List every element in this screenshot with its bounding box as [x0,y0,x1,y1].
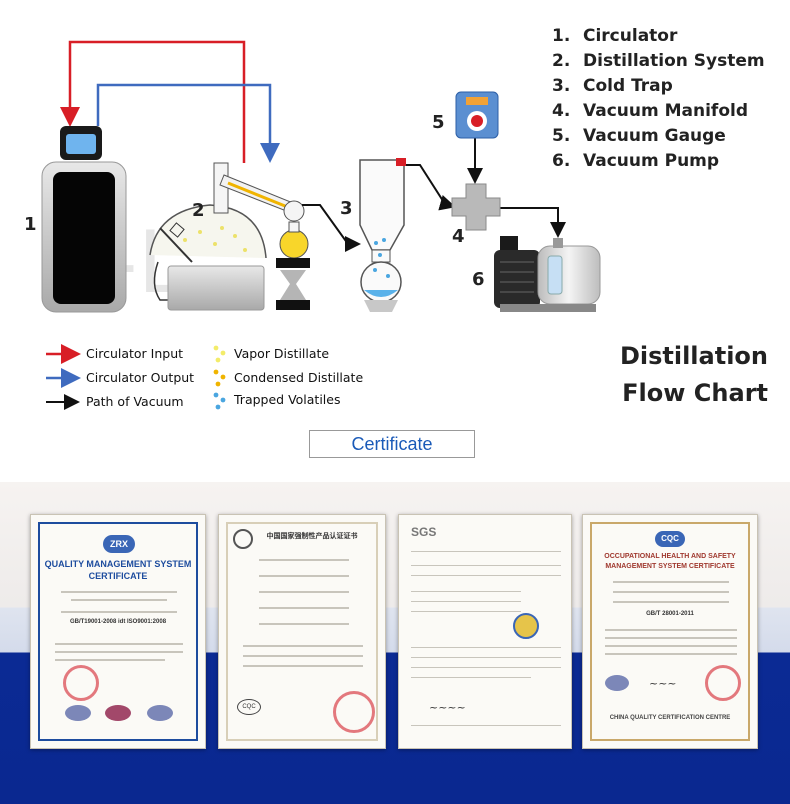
vacuum-path-line [302,204,361,252]
drop-key-volatiles: Trapped Volatiles [234,392,341,407]
certificate-card-ohsas[interactable]: CQC OCCUPATIONAL HEALTH AND SAFETY MANAG… [582,514,758,749]
legend-item: 5.Vacuum Gauge [552,126,726,146]
line-key-input: Circulator Input [86,346,184,361]
legend-item: 4.Vacuum Manifold [552,101,749,121]
cert-subheader: MANAGEMENT SYSTEM CERTIFICATE [605,563,735,570]
accreditation-logo-icon [105,705,131,721]
signature-icon: ~~~ [649,677,677,690]
vacuum-path-line [500,207,566,238]
legend-item: 3.Cold Trap [552,76,673,96]
ccc-logo-icon [233,529,253,549]
cert-header: 中国国家强制性产品认证证书 [266,533,358,540]
line-key-vacuum: Path of Vacuum [86,394,184,409]
red-seal-icon [333,691,375,733]
cqc-logo-icon: CQC [655,531,685,547]
circulator-output-line [96,83,280,163]
legend-item: 2.Distillation System [552,51,765,71]
drop-key-condensed: Condensed Distillate [234,370,364,385]
label-number-3: 3 [340,198,353,219]
cert-header: SGS [411,525,437,539]
certificate-card-ccc[interactable]: 中国国家强制性产品认证证书 CQC [218,514,386,749]
distillation-diagram: S-L [24,40,601,410]
condensed-drops-icon [213,369,226,387]
zrx-logo-icon: ZRX [103,535,135,553]
certificate-tab[interactable]: Certificate [309,430,475,458]
legend-item: 6.Vacuum Pump [552,151,720,171]
vapor-drops-icon [213,345,226,363]
title-line-1: Distillation [619,342,768,370]
circulator-input-line [60,40,246,163]
vacuum-manifold [451,183,501,231]
title-line-2: Flow Chart [622,379,768,407]
vacuum-pump [494,236,601,312]
vacuum-path-line [405,164,456,211]
cert-header: OCCUPATIONAL HEALTH AND SAFETY [604,553,736,560]
cert-standard: GB/T19001-2008 idt ISO9001:2008 [69,619,167,625]
label-number-4: 4 [452,226,465,247]
volatile-drops-icon [213,392,226,410]
distillation-system [149,162,310,311]
circulator-unit [41,126,127,313]
line-key-output: Circulator Output [86,370,195,385]
accreditation-logo-icon [605,675,629,691]
diagram-title: Distillation Flow Chart [600,338,768,412]
label-number-1: 1 [24,214,37,235]
label-number-6: 6 [472,269,485,290]
cold-trap [359,158,406,312]
certificate-card-sgs[interactable]: SGS ~~~~ [398,514,572,749]
red-seal-icon [705,665,741,701]
accreditation-logo-icon [147,705,173,721]
red-seal-icon [63,665,99,701]
signature-icon: ~~~~ [429,701,466,714]
certificate-card-quality[interactable]: ZRX QUALITY MANAGEMENT SYSTEM CERTIFICAT… [30,514,206,749]
label-number-2: 2 [192,200,205,221]
cert-header: QUALITY MANAGEMENT SYSTEM [44,559,192,569]
vacuum-gauge [455,91,499,139]
accreditation-logo-icon [65,705,91,721]
cert-footer: CHINA QUALITY CERTIFICATION CENTRE [609,715,731,721]
drop-key-vapor: Vapor Distillate [234,346,330,361]
cert-subheader: CERTIFICATE [88,571,148,581]
label-number-5: 5 [432,112,445,133]
accreditation-emblem-icon [513,613,539,639]
cqc-logo-icon: CQC [237,699,261,715]
cert-standard: GB/T 28001-2011 [646,611,694,617]
legend-item: 1.Circulator [552,26,678,46]
component-legend: 1.Circulator 2.Distillation System 3.Col… [552,24,765,174]
